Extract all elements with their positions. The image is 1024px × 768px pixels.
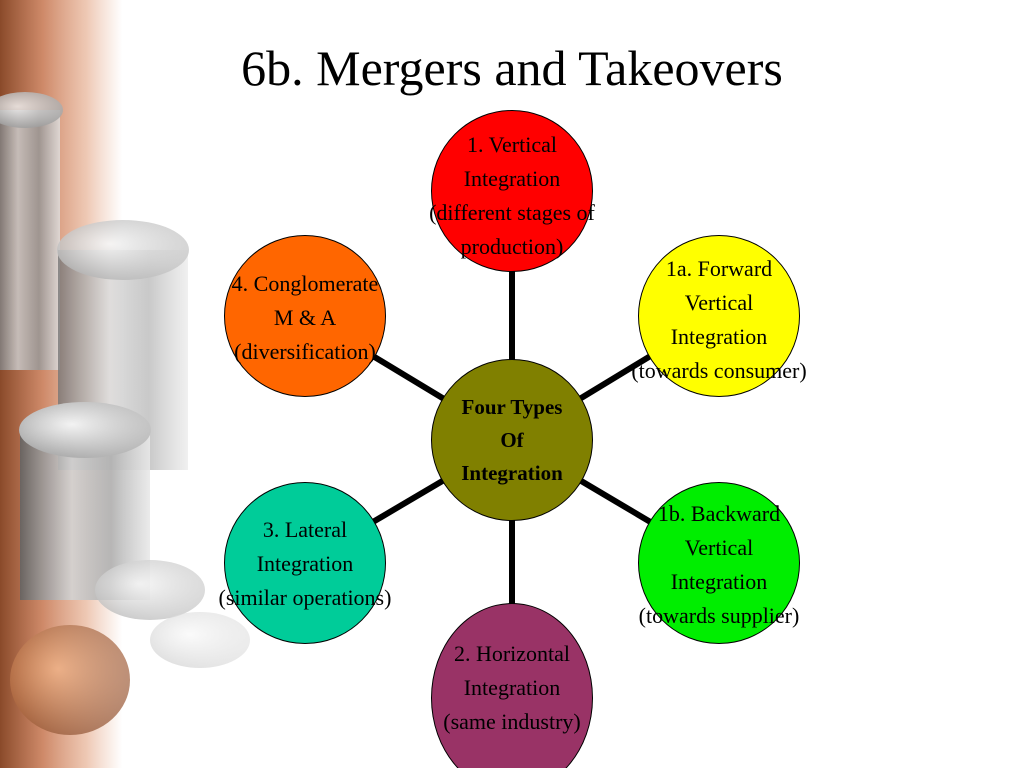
node-backward-vertical-integration <box>638 482 800 644</box>
slide-title: 6b. Mergers and Takeovers <box>241 40 783 96</box>
label-conglomerate: 4. Conglomerate M & A (diversification) <box>231 271 379 364</box>
node-lateral-integration <box>224 482 386 644</box>
label-forward-vertical-integration: 1a. Forward Vertical Integration (toward… <box>631 256 807 383</box>
node-center <box>431 359 593 521</box>
node-forward-vertical-integration <box>638 235 800 397</box>
label-center: Four Types Of Integration <box>461 395 563 485</box>
label-vertical-integration: 1. Vertical Integration (different stage… <box>429 132 595 259</box>
label-lateral-integration: 3. Lateral Integration (similar operatio… <box>218 517 392 610</box>
label-backward-vertical-integration: 1b. Backward Vertical Integration (towar… <box>638 501 800 628</box>
node-conglomerate <box>224 235 386 397</box>
label-horizontal-integration: 2. Horizontal Integration (same industry… <box>443 641 581 734</box>
node-vertical-integration <box>431 110 593 272</box>
